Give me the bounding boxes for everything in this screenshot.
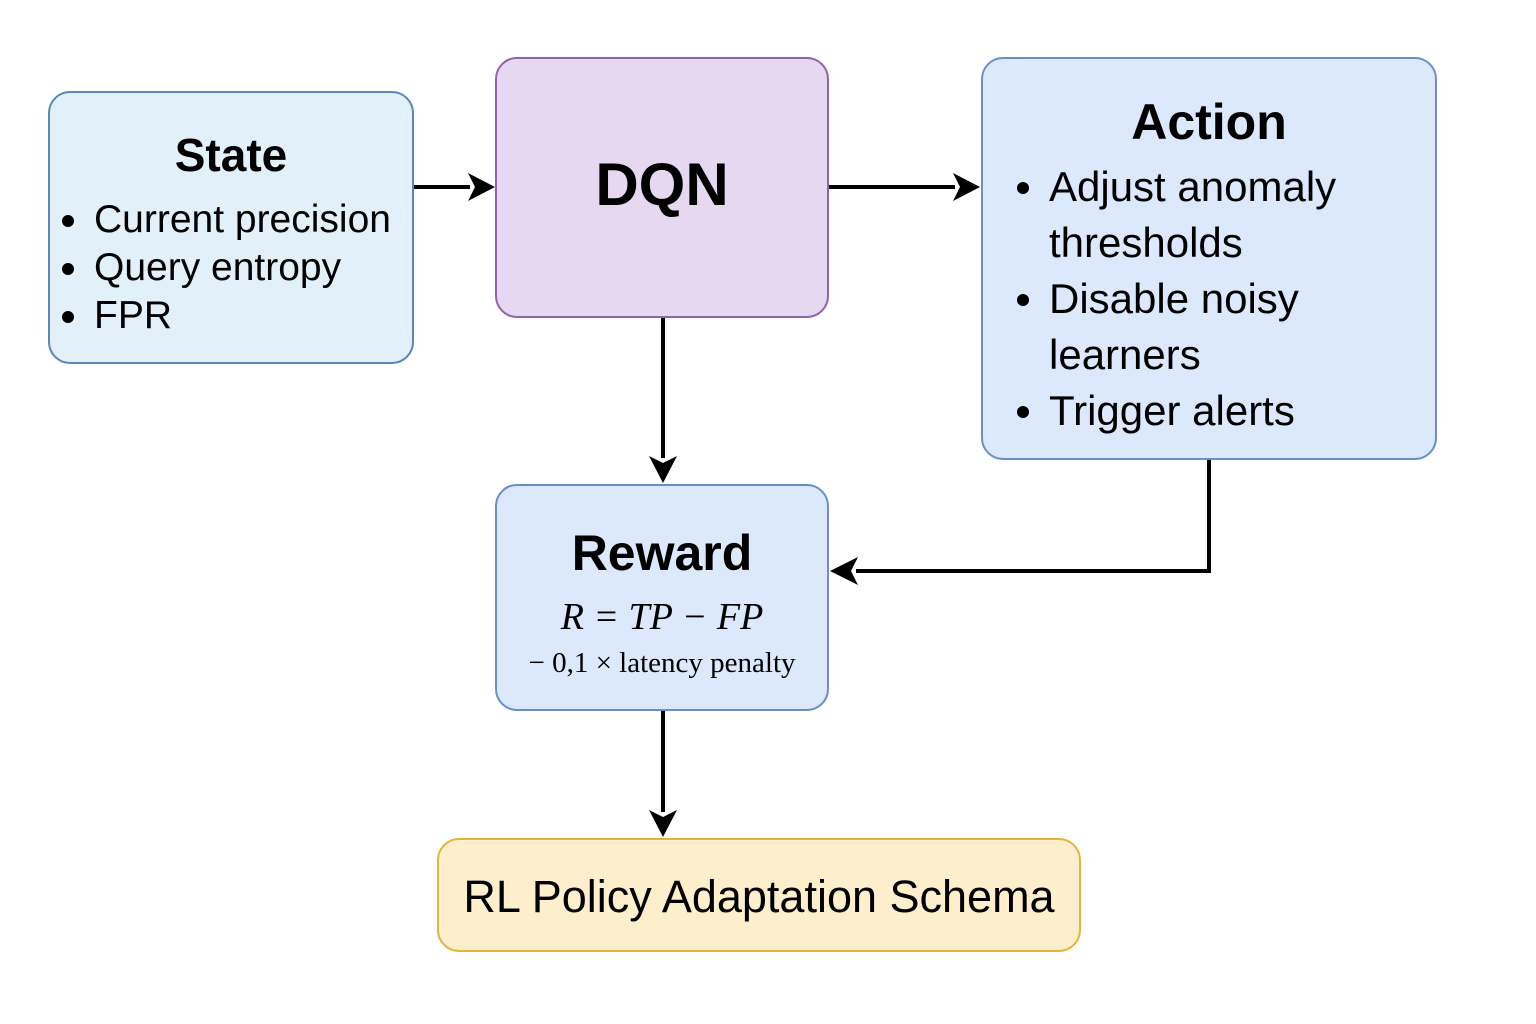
arrowhead-action-to-reward [830,557,858,585]
state-item-fpr: FPR [58,292,412,340]
state-item-precision: Current precision [58,196,412,244]
reward-formula-penalty: − 0,1 × latency penalty [528,647,796,679]
schema-caption-box: RL Policy Adaptation Schema [437,838,1081,952]
reward-node: Reward R = TP − FP − 0,1 × latency penal… [495,484,829,711]
dqn-node: DQN [495,57,829,318]
reward-formula-main: R = TP − FP [560,596,764,638]
arrowhead-dqn-to-action [953,173,980,201]
state-node: State Current precision Query entropy FP… [48,91,414,364]
reward-title: Reward [571,525,753,581]
dqn-title: DQN [595,151,729,218]
action-title: Action [1131,94,1287,150]
schema-caption-label: RL Policy Adaptation Schema [463,871,1055,922]
arrowhead-state-to-dqn [468,173,495,201]
action-list: Adjust anomaly thresholds Disable noisy … [1013,159,1435,439]
edge-action-to-reward [856,460,1211,573]
arrowhead-dqn-to-reward [649,456,677,483]
action-item-thresholds: Adjust anomaly thresholds [1013,159,1435,271]
state-title: State [174,129,288,181]
arrowhead-reward-to-schema [649,810,677,837]
state-item-entropy: Query entropy [58,244,412,292]
action-item-alerts: Trigger alerts [1013,383,1435,439]
action-node: Action Adjust anomaly thresholds Disable… [981,57,1437,460]
action-item-disable-learners: Disable noisy learners [1013,271,1435,383]
state-list: Current precision Query entropy FPR [58,196,412,340]
